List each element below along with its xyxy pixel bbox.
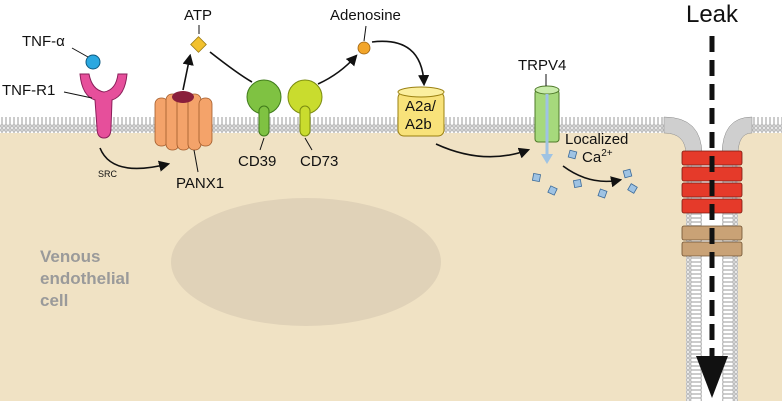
calcium-ion xyxy=(547,185,558,196)
calcium-ion xyxy=(531,172,542,183)
a2a-label: A2a/ xyxy=(405,98,437,115)
neighbor-cell-cytoplasm xyxy=(738,133,782,401)
adenosine-molecule xyxy=(357,41,371,55)
calcium-ion xyxy=(627,183,638,194)
cell-label-line3: cell xyxy=(40,291,68,310)
plasma-membrane-neighbor xyxy=(752,117,782,133)
tnf-r1-receptor xyxy=(79,73,128,139)
calcium-ion xyxy=(567,149,578,160)
adenosine-leader xyxy=(363,25,367,42)
atp-molecule xyxy=(190,36,207,53)
src-arrow xyxy=(99,147,171,172)
cell-label-line2: endothelial xyxy=(40,269,130,288)
calcium-ion xyxy=(622,168,633,179)
cd39-leader xyxy=(259,137,265,151)
atp-release-arrow xyxy=(182,53,194,91)
cd73-leader xyxy=(304,137,313,151)
a2b-label: A2b xyxy=(405,116,432,133)
panx1-channel xyxy=(154,91,213,151)
cd73-to-adenosine-arrow xyxy=(317,54,358,85)
nucleus xyxy=(171,198,441,326)
calcium-charge: 2+ xyxy=(601,148,613,159)
atp-to-ectonucleotidase-curve xyxy=(209,51,253,83)
tnf-alpha-ligand xyxy=(85,54,101,70)
cd39-label: CD39 xyxy=(238,153,276,170)
panx1-label: PANX1 xyxy=(176,175,224,192)
leak-label: Leak xyxy=(686,1,739,28)
calcium-influx-arrowhead xyxy=(541,154,553,164)
leak-arrowhead xyxy=(696,356,728,398)
calcium-base: Ca xyxy=(582,149,602,166)
localized-label: Localized xyxy=(565,131,628,148)
cd73-label: CD73 xyxy=(300,153,338,170)
panx1-leader xyxy=(193,149,199,173)
adenosine-label: Adenosine xyxy=(330,7,401,24)
tnf-r1-label: TNF-R1 xyxy=(2,82,55,99)
junction-membrane-right xyxy=(722,155,738,401)
panx1-pore xyxy=(172,91,194,103)
calcium-ion xyxy=(597,188,608,199)
calcium-ions xyxy=(531,149,638,199)
atp-label: ATP xyxy=(184,7,212,24)
cell-label-line1: Venous xyxy=(40,247,100,266)
cd39-enzyme xyxy=(246,79,282,137)
tnf-r1-leader xyxy=(63,91,93,99)
src-label: SRC xyxy=(98,169,118,179)
calcium-ion xyxy=(572,178,583,189)
a2a-a2b-receptor xyxy=(397,86,445,137)
localized-calcium-arrow xyxy=(562,165,623,188)
receptor-to-trpv4-arrow xyxy=(435,143,531,159)
trpv4-label: TRPV4 xyxy=(518,57,566,74)
tnf-alpha-label: TNF-α xyxy=(22,33,65,50)
adenosine-to-receptor-arrow xyxy=(371,40,430,87)
tnf-alpha-leader xyxy=(71,47,89,58)
cd73-enzyme xyxy=(287,79,323,137)
junction-membrane-left xyxy=(686,155,702,401)
calcium-label: Ca2+ xyxy=(582,148,613,166)
